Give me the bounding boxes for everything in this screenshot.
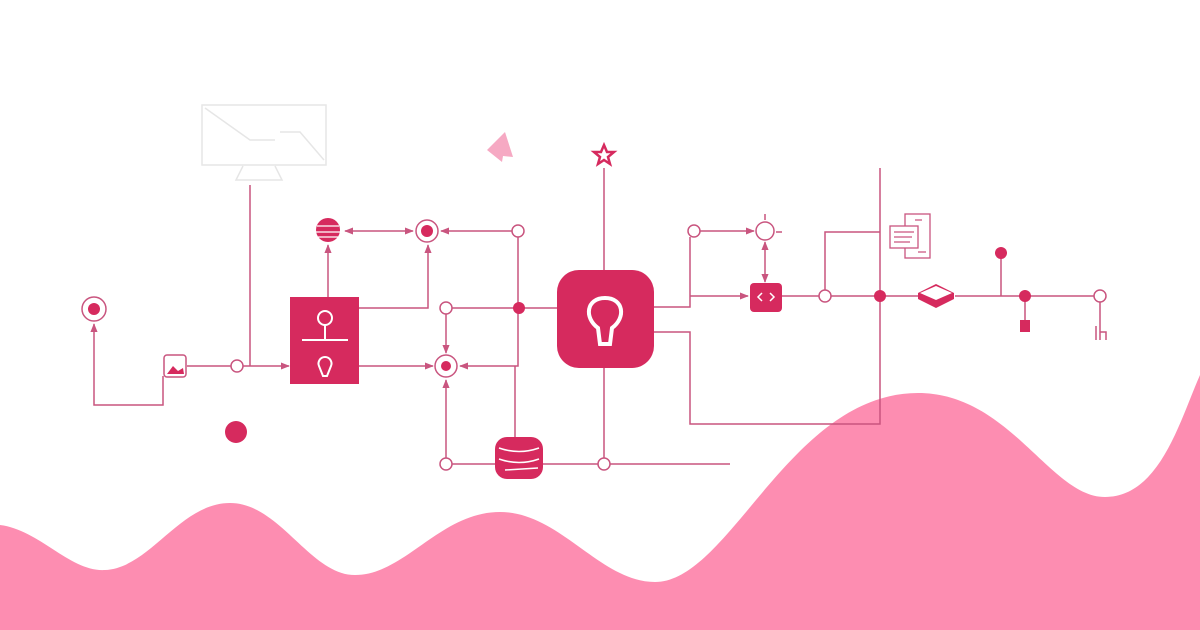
- image-icon: [163, 354, 187, 378]
- node-open: [597, 457, 611, 471]
- lightbulb-hub-button[interactable]: [557, 270, 654, 368]
- node-filled: [874, 290, 886, 302]
- lightbulb-icon: [317, 356, 333, 377]
- lightbulb-icon: [587, 295, 623, 346]
- decorative-dot: [225, 421, 247, 443]
- database-icon: [495, 437, 543, 479]
- square-marker: [1020, 320, 1030, 332]
- node-open: [439, 457, 453, 471]
- pin-icon: [995, 247, 1007, 259]
- globe-icon: [316, 218, 340, 242]
- connector-lines: [90, 168, 1101, 465]
- node-open: [439, 301, 453, 315]
- node-open: [687, 224, 701, 238]
- bar-glyph-icon: [1095, 326, 1107, 340]
- star-icon: [590, 141, 618, 167]
- node-filled: [513, 302, 525, 314]
- process-box[interactable]: [290, 297, 359, 384]
- node-open: [818, 289, 832, 303]
- background-wave: [0, 375, 1200, 630]
- node-open: [1093, 289, 1107, 303]
- cube-icon: [918, 284, 954, 308]
- target-icon: [415, 219, 439, 243]
- node-open: [511, 224, 525, 238]
- documents-icon: [889, 213, 931, 259]
- target-icon: [434, 354, 458, 378]
- node-open: [230, 359, 244, 373]
- paper-plane-icon: [487, 132, 513, 162]
- dollar-icon: [81, 296, 107, 322]
- code-button[interactable]: [750, 283, 782, 312]
- crosshair-icon: [755, 221, 775, 241]
- monitor-icon: [201, 104, 327, 181]
- node-filled: [1019, 290, 1031, 302]
